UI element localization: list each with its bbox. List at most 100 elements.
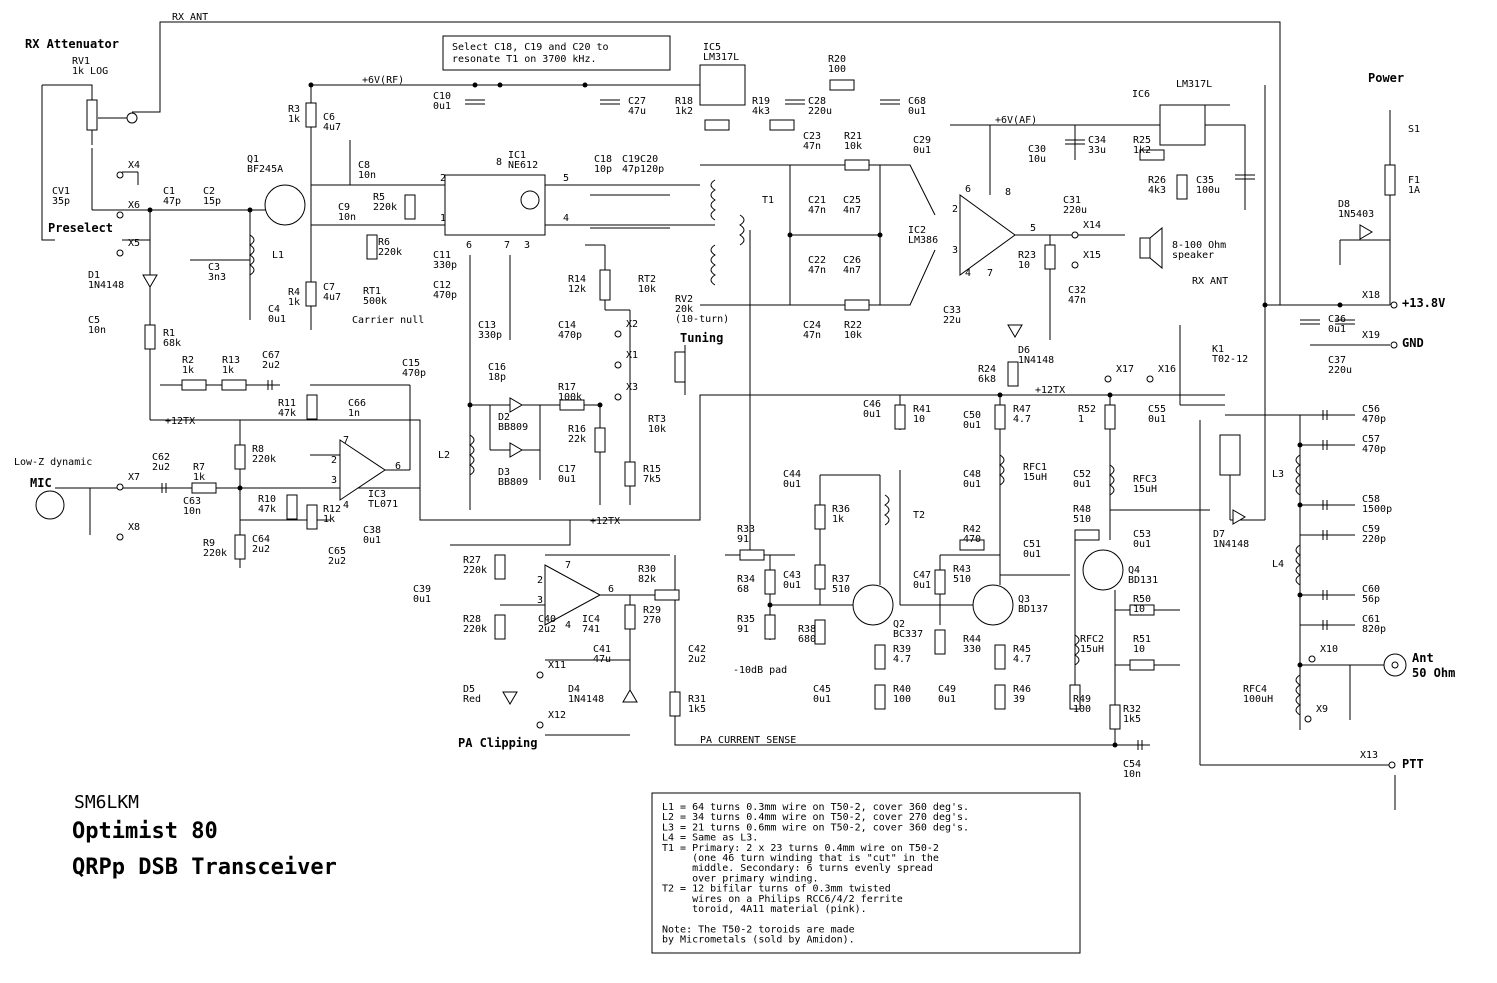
connector-x12: X12 <box>548 710 566 721</box>
net-6v-rf: +6V(RF) <box>362 75 404 86</box>
connector-x15: X15 <box>1083 250 1101 261</box>
q2-symbol <box>852 584 894 626</box>
pin-number: 2 <box>952 204 958 215</box>
pin-number: 1 <box>440 213 446 224</box>
heading-low-z: Low-Z dynamic <box>14 457 92 468</box>
connector-x11: X11 <box>548 660 566 671</box>
connector-x17: X17 <box>1116 364 1134 375</box>
heading-13v8: +13.8V <box>1402 296 1445 310</box>
ic5-symbol <box>699 64 746 106</box>
connector-x7: X7 <box>128 472 140 483</box>
connector-x19-terminal <box>1390 341 1398 349</box>
t1-label: T1 <box>762 195 774 206</box>
title-line-2: QRPp DSB Transceiver <box>72 855 337 880</box>
connector-x5-terminal <box>116 249 124 257</box>
connector-x8-terminal <box>116 533 124 541</box>
heading-ant-ohm: 50 Ohm <box>1412 666 1455 680</box>
coil-note-line: T2 = 12 bifilar turns of 0.3mm twisted <box>662 884 891 895</box>
heading-power: Power <box>1368 71 1404 85</box>
pin-number: 4 <box>565 620 571 631</box>
connector-x17-terminal <box>1104 375 1112 383</box>
title-call: SM6LKM <box>74 792 139 813</box>
net-rx-ant-right: RX ANT <box>1192 276 1228 287</box>
connector-x6-terminal <box>116 211 124 219</box>
pin-number: 5 <box>563 173 569 184</box>
net-rx-ant-top: RX ANT <box>172 12 208 23</box>
connector-x8: X8 <box>128 522 140 533</box>
connector-x16-terminal <box>1146 375 1154 383</box>
connector-x2-terminal <box>614 330 622 338</box>
connector-x14-terminal <box>1071 231 1079 239</box>
rv1-symbol <box>86 99 98 131</box>
connector-x13: X13 <box>1360 750 1378 761</box>
pin-number: 2 <box>537 575 543 586</box>
coil-note-line: middle. Secondary: 6 turns evenly spread <box>662 863 933 874</box>
pin-number: 7 <box>343 435 349 446</box>
pin-number: 6 <box>965 184 971 195</box>
title-line-1: Optimist 80 <box>72 819 218 844</box>
coil-note-line: L4 = Same as L3. <box>662 833 758 844</box>
coil-note-line: over primary winding. <box>662 873 819 884</box>
coil-symbols <box>249 179 1301 716</box>
net-12tx-c: +12TX <box>1035 385 1065 396</box>
select-note-line-1: Select C18, C19 and C20 to <box>452 42 609 53</box>
connector-x4: X4 <box>128 160 140 171</box>
connector-x1: X1 <box>626 350 638 361</box>
